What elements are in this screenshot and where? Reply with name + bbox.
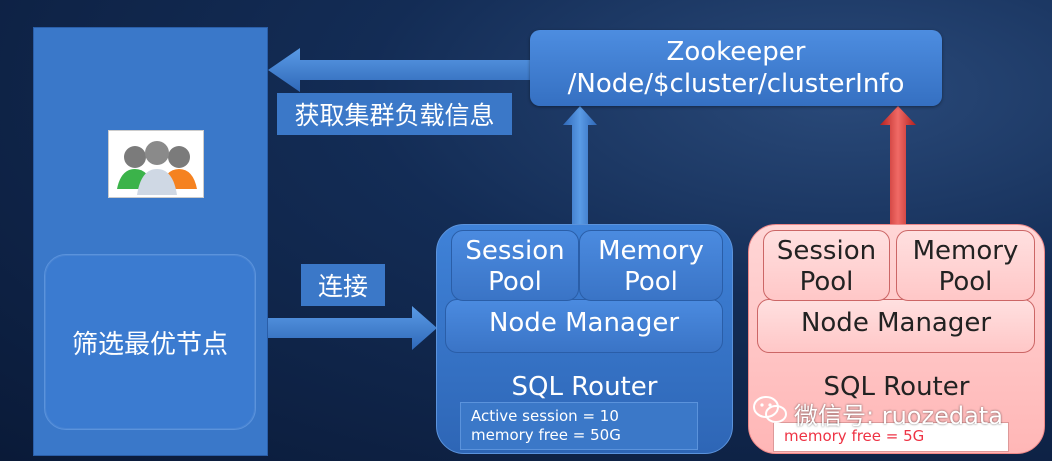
zookeeper-title: Zookeeper xyxy=(666,37,806,67)
connect-text: 连接 xyxy=(317,272,368,301)
memory-pool-line1: Memory xyxy=(598,236,704,266)
memory-pool-box-red: Memory Pool xyxy=(896,230,1035,301)
connect-label: 连接 xyxy=(301,264,385,306)
session-pool-line2: Pool xyxy=(488,267,542,297)
wechat-icon xyxy=(752,395,788,431)
session-pool-box-blue: Session Pool xyxy=(451,230,579,301)
get-cluster-load-text: 获取集群负载信息 xyxy=(294,101,495,130)
memory-free-stat: memory free = 5G xyxy=(784,427,925,445)
router-stats-blue: Active session = 10 memory free = 50G xyxy=(460,402,698,450)
filter-best-node-box: 筛选最优节点 xyxy=(44,254,256,430)
watermark-text: 微信号: ruozedata xyxy=(794,401,1003,430)
filter-best-node-label: 筛选最优节点 xyxy=(71,329,228,360)
memory-pool-line2: Pool xyxy=(938,267,993,297)
zookeeper-path: /Node/$cluster/clusterInfo xyxy=(567,69,905,99)
memory-free-stat: memory free = 50G xyxy=(471,426,621,444)
session-pool-line1: Session xyxy=(776,236,877,266)
memory-pool-line1: Memory xyxy=(912,236,1019,266)
memory-pool-line2: Pool xyxy=(624,267,678,297)
arrow-client-to-router xyxy=(268,306,437,350)
memory-pool-box-blue: Memory Pool xyxy=(579,230,723,301)
zookeeper-box: Zookeeper /Node/$cluster/clusterInfo xyxy=(530,30,942,106)
sql-router-title-blue: SQL Router xyxy=(511,372,658,402)
sql-router-title-red: SQL Router xyxy=(823,372,970,402)
node-manager-label: Node Manager xyxy=(800,308,992,338)
active-session-stat: Active session = 10 xyxy=(471,407,619,425)
wechat-watermark: 微信号: ruozedata xyxy=(752,395,1003,431)
session-pool-line1: Session xyxy=(465,236,565,266)
arrow-zk-to-client xyxy=(268,48,530,92)
node-manager-label: Node Manager xyxy=(488,308,680,338)
router-stats-red: memory free = 5G xyxy=(773,422,1009,452)
node-manager-box-blue: Node Manager xyxy=(445,299,723,353)
get-cluster-load-label: 获取集群负载信息 xyxy=(277,93,512,135)
arrow-blue-router-to-zk xyxy=(563,106,597,224)
arrow-red-router-to-zk xyxy=(880,106,916,226)
session-pool-line2: Pool xyxy=(799,267,854,297)
users-group-icon xyxy=(108,130,204,198)
node-manager-box-red: Node Manager xyxy=(757,299,1035,353)
session-pool-box-red: Session Pool xyxy=(763,230,890,301)
